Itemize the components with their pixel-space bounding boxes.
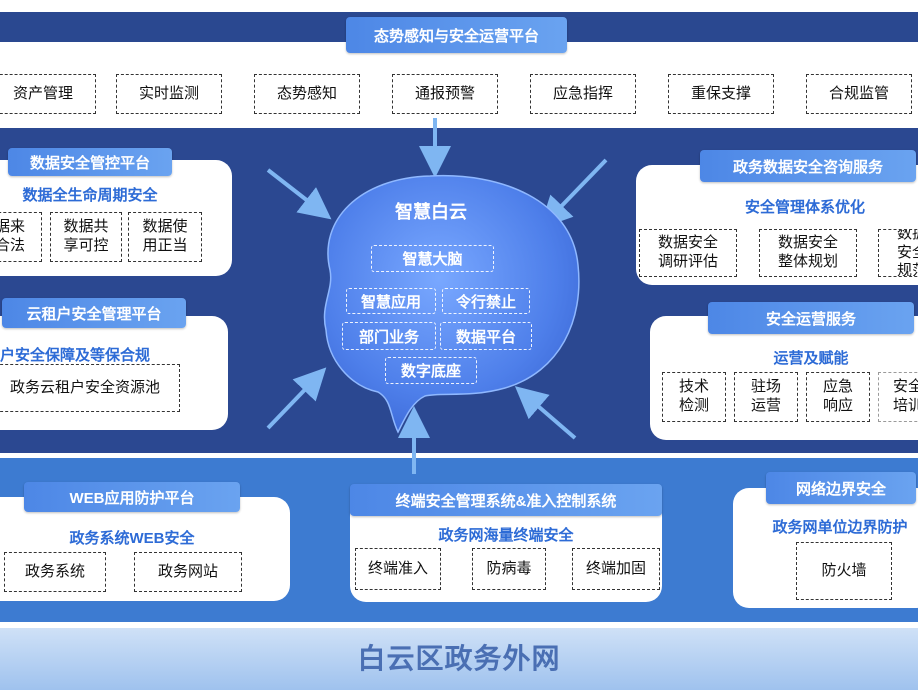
top-item-protection: 重保支撑 <box>668 74 774 114</box>
arrow-bottom-right <box>514 386 577 440</box>
web-item-site: 政务网站 <box>134 552 242 592</box>
brain-module-app: 智慧应用 <box>346 288 436 314</box>
top-item-monitor: 实时监测 <box>116 74 222 114</box>
operations-item-resident: 驻场运营 <box>734 372 798 422</box>
top-item-awareness: 态势感知 <box>254 74 360 114</box>
situation-platform-title: 态势感知与安全运营平台 <box>346 17 567 53</box>
operations-item-response-label: 应急响应 <box>822 378 853 414</box>
consulting-subtitle: 安全管理体系优化 <box>744 199 865 216</box>
cloud-tenant-title: 云租户安全管理平台 <box>2 298 186 328</box>
data-security-item-share-label: 数据共享可控 <box>63 218 109 254</box>
border-item-firewall: 防火墙 <box>796 542 892 600</box>
data-security-item-source-label: 数据来源合法 <box>0 218 26 254</box>
brain-core: 智慧大脑 <box>371 245 494 272</box>
footer-title: 白云区政务外网 <box>357 643 561 674</box>
web-title: WEB应用防护平台 <box>24 482 240 512</box>
consulting-item-spec-label: 数据安全规范 <box>897 229 918 277</box>
operations-item-training-label: 安全培训 <box>893 378 918 414</box>
terminal-item-antivirus: 防病毒 <box>472 548 546 590</box>
brain-title: 智慧白云 <box>395 202 467 222</box>
data-security-title: 数据安全管控平台 <box>8 148 172 176</box>
footer-band <box>0 628 918 690</box>
data-security-item-use: 数据使用正当 <box>128 212 202 262</box>
data-security-item-use-label: 数据使用正当 <box>142 218 188 254</box>
web-subtitle: 政务系统WEB安全 <box>69 530 195 547</box>
cloud-tenant-subtitle: 云租户安全保障及等保合规 <box>0 344 184 365</box>
terminal-item-access: 终端准入 <box>355 548 441 590</box>
consulting-item-survey: 数据安全调研评估 <box>639 229 737 277</box>
operations-subtitle: 运营及赋能 <box>773 350 849 367</box>
brain-module-dept: 部门业务 <box>342 322 436 350</box>
top-item-compliance: 合规监管 <box>806 74 912 114</box>
arrow-top-right <box>539 158 608 229</box>
arrow-top-left <box>266 168 332 220</box>
top-item-warning: 通报预警 <box>392 74 498 114</box>
operations-item-test: 技术检测 <box>662 372 726 422</box>
cloud-tenant-subtitle-text: 云租户安全保障及等保合规 <box>0 347 151 364</box>
web-item-system: 政务系统 <box>4 552 106 592</box>
terminal-subtitle: 政务网海量终端安全 <box>438 527 574 544</box>
consulting-item-survey-label: 数据安全调研评估 <box>657 234 718 270</box>
terminal-item-hardening: 终端加固 <box>572 548 660 590</box>
consulting-item-plan: 数据安全整体规划 <box>759 229 857 277</box>
brain-module-data: 数据平台 <box>440 322 532 350</box>
border-title: 网络边界安全 <box>766 472 916 504</box>
operations-title: 安全运营服务 <box>708 302 914 334</box>
top-item-emergency: 应急指挥 <box>530 74 636 114</box>
top-item-asset: 资产管理 <box>0 74 96 114</box>
operations-item-response: 应急响应 <box>806 372 870 422</box>
operations-item-training: 安全培训 <box>878 372 918 422</box>
brain-base: 数字底座 <box>385 357 477 384</box>
data-security-item-source: 数据来源合法 <box>0 212 42 262</box>
border-subtitle: 政务网单位边界防护 <box>772 519 908 536</box>
data-security-subtitle: 数据全生命周期安全 <box>22 187 158 204</box>
operations-item-resident-label: 驻场运营 <box>750 378 781 414</box>
arrow-bottom-left <box>266 367 327 430</box>
brain-shape <box>323 174 580 434</box>
consulting-title: 政务数据安全咨询服务 <box>700 150 916 182</box>
consulting-item-plan-label: 数据安全整体规划 <box>777 234 838 270</box>
terminal-title: 终端安全管理系统&准入控制系统 <box>350 484 662 516</box>
consulting-item-spec: 数据安全规范 <box>878 229 918 277</box>
operations-item-test-label: 技术检测 <box>678 378 709 414</box>
data-security-item-share: 数据共享可控 <box>50 212 122 262</box>
brain-module-order: 令行禁止 <box>442 288 530 314</box>
cloud-tenant-item-pool: 政务云租户安全资源池 <box>0 364 180 412</box>
